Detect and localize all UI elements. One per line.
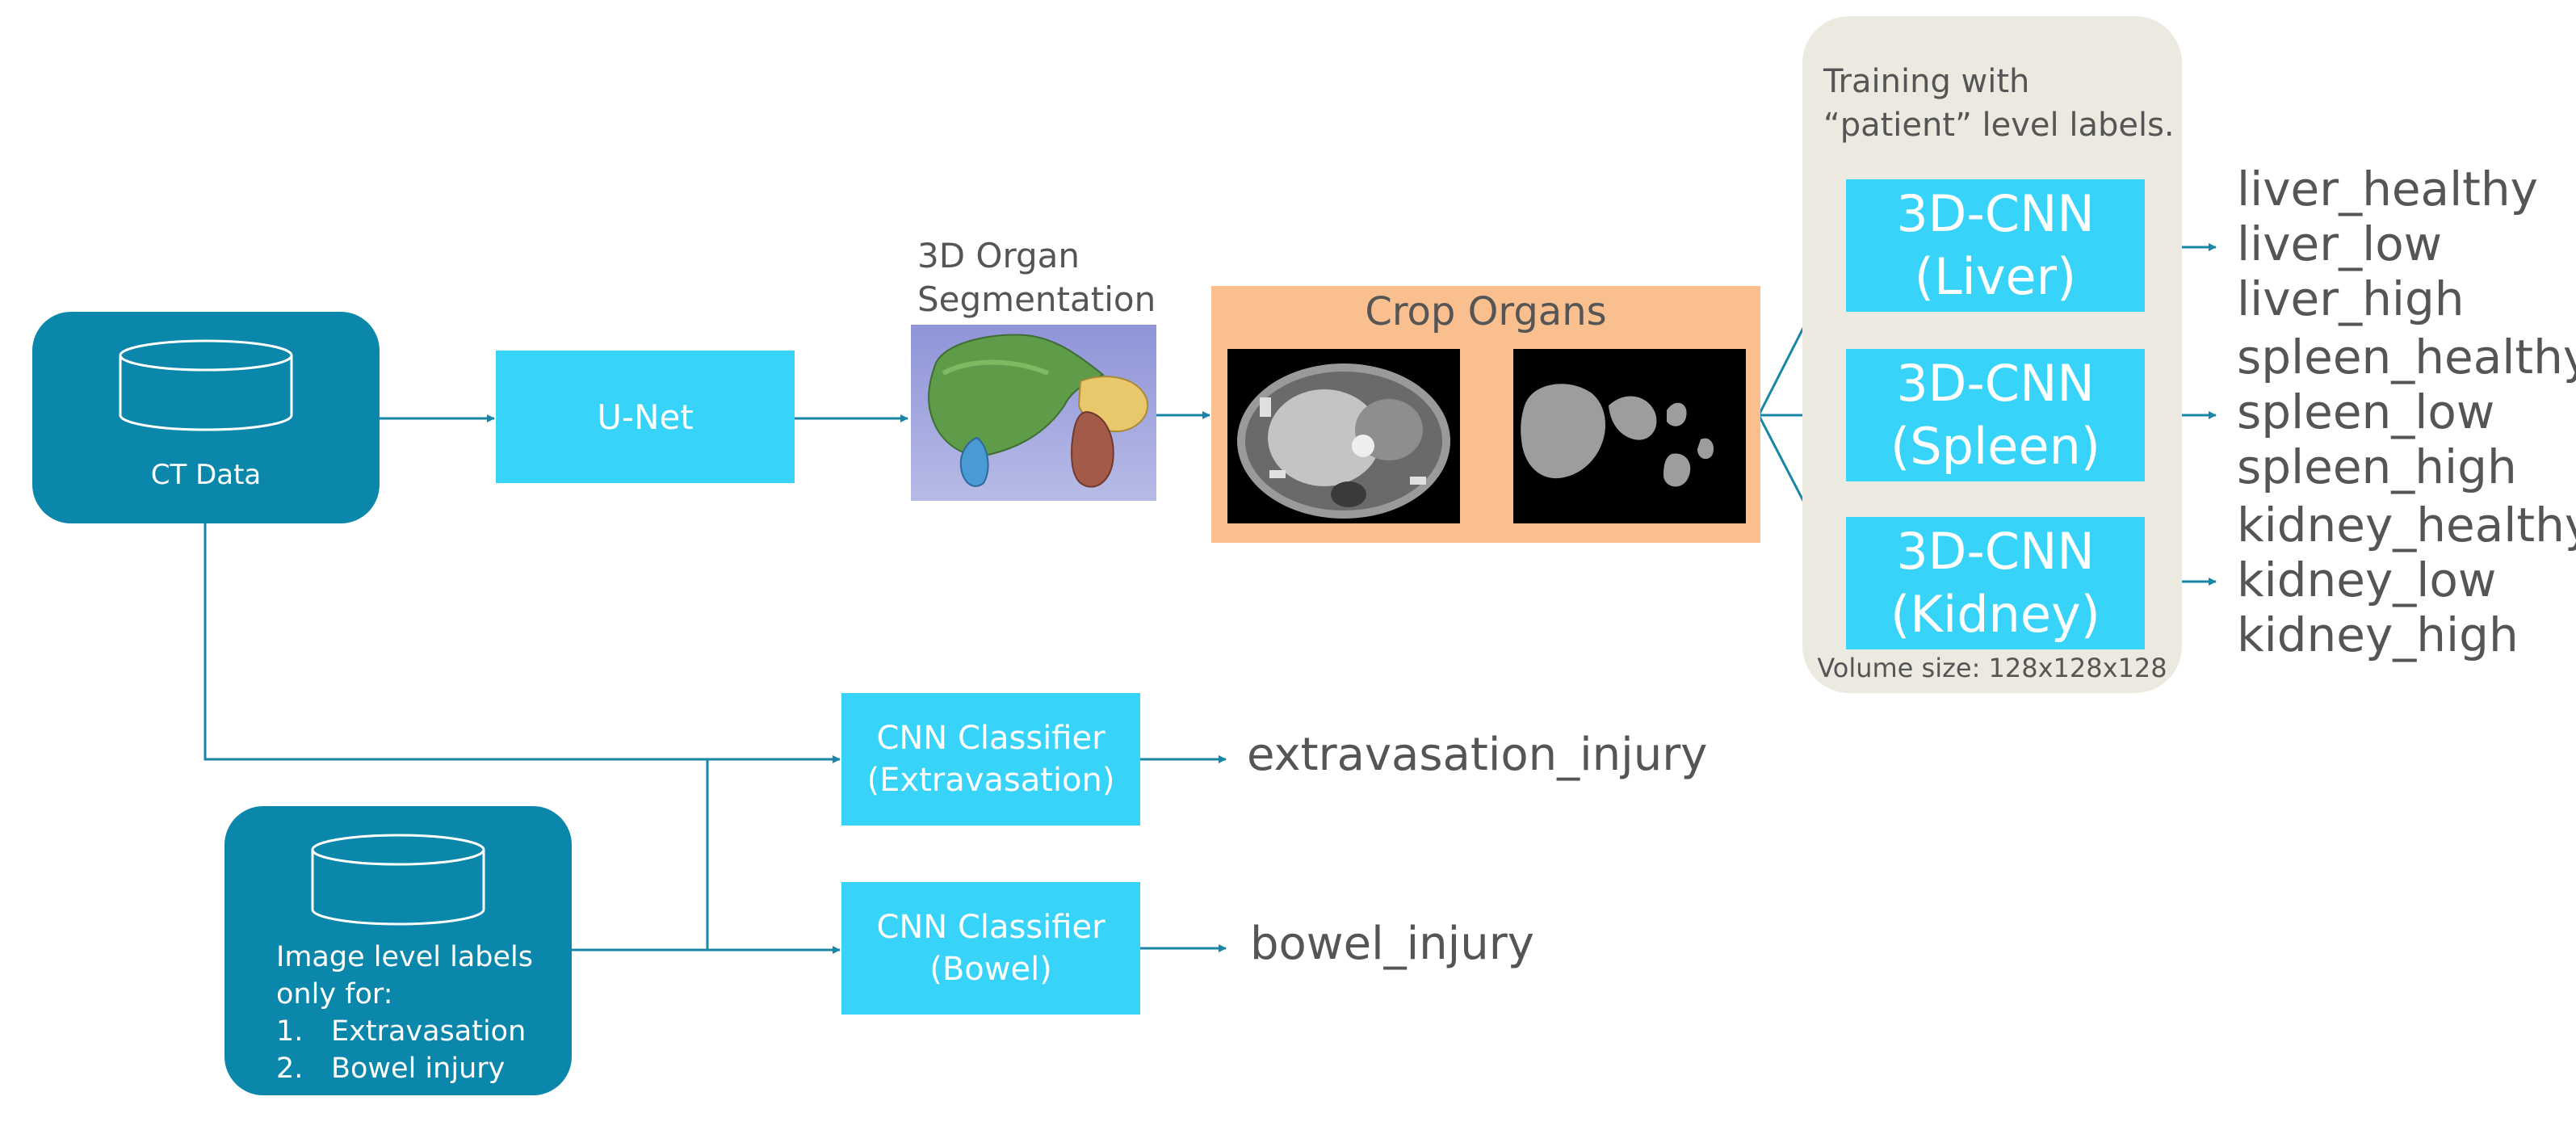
database-icon — [311, 834, 485, 926]
ct-data-node: CT Data — [32, 312, 380, 523]
output-label: spleen_low — [2237, 384, 2495, 439]
output-label: kidney_high — [2237, 607, 2519, 662]
output-label: spleen_high — [2237, 439, 2517, 494]
kidney-outputs: kidney_healthy kidney_low kidney_high — [2237, 498, 2576, 662]
bowel-output: bowel_injury — [1250, 918, 1534, 970]
cnn3d-liver-node: 3D-CNN(Liver) — [1846, 179, 2145, 312]
crop-organs-panel: Crop Organs — [1211, 286, 1760, 543]
liver-outputs: liver_healthy liver_low liver_high — [2237, 162, 2538, 326]
cropped-organ-image — [1513, 349, 1746, 523]
unet-node: U-Net — [496, 351, 795, 483]
crop-organs-title: Crop Organs — [1365, 289, 1607, 334]
edge-ct-extrav — [203, 523, 841, 763]
unet-label: U-Net — [597, 397, 694, 437]
classifier-extravasation-node: CNN Classifier(Extravasation) — [841, 693, 1140, 826]
output-label: liver_high — [2237, 271, 2465, 326]
labels-line2: only for: — [276, 978, 393, 1010]
volume-size-label: Volume size: 128x128x128 — [1817, 653, 2167, 683]
training-title: Training with “patient” level labels. — [1823, 63, 2175, 144]
labels-item-2: 2.Bowel injury — [276, 1052, 506, 1085]
segmentation-title: 3D Organ Segmentation — [917, 236, 1156, 319]
spleen-outputs: spleen_healthy spleen_low spleen_high — [2237, 330, 2576, 494]
cnn3d-kidney-node: 3D-CNN(Kidney) — [1846, 517, 2145, 649]
cnn3d-spleen-node: 3D-CNN(Spleen) — [1846, 349, 2145, 481]
labels-item-1: 1.Extravasation — [276, 1015, 527, 1048]
ct-data-label: CT Data — [150, 459, 262, 491]
ct-scan-image — [1227, 349, 1460, 523]
output-label: kidney_low — [2237, 552, 2497, 607]
classifier-bowel-node: CNN Classifier(Bowel) — [841, 882, 1140, 1015]
segmentation-image — [911, 325, 1156, 501]
extravasation-output: extravasation_injury — [1247, 729, 1708, 781]
image-labels-node: Image level labels only for: 1.Extravasa… — [224, 806, 572, 1095]
output-label: kidney_healthy — [2237, 498, 2576, 552]
output-label: spleen_healthy — [2237, 330, 2576, 384]
labels-line1: Image level labels — [276, 941, 533, 973]
database-icon — [119, 339, 293, 431]
output-label: liver_healthy — [2237, 162, 2539, 216]
output-label: liver_low — [2237, 216, 2443, 271]
